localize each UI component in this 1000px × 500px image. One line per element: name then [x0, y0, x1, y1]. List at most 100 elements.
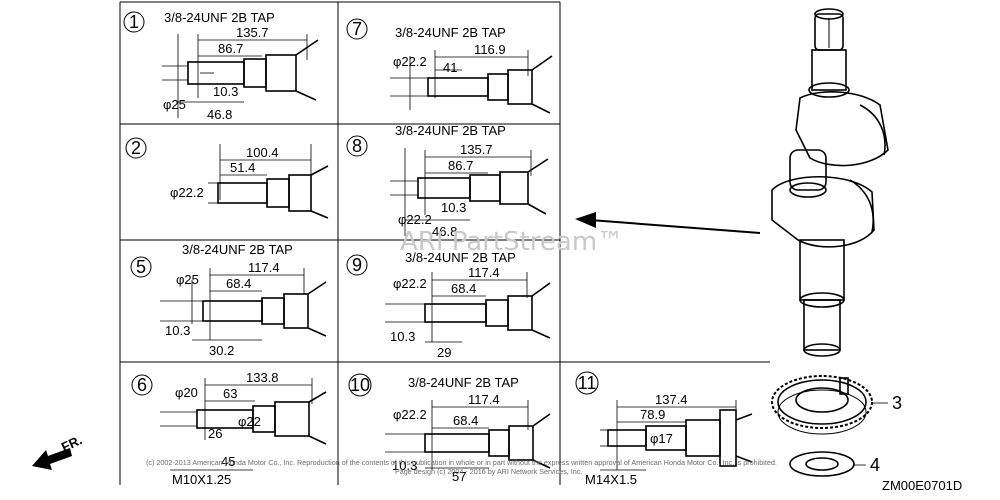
drawing-code: ZM00E0701D: [882, 478, 962, 493]
panel-11-thread-m14: M14X1.5: [585, 472, 637, 487]
panel-5-index: 5: [136, 257, 146, 277]
panel-7-dia-22-2: φ22.2: [393, 54, 427, 69]
panel-5-index-circle: [130, 256, 152, 278]
panel-2-index: 2: [131, 138, 141, 158]
panel-5: 5 3/8-24UNF 2B TAP 117.4 68.4 φ25 10.3 3…: [130, 242, 327, 358]
panel-2-shaft-step: [266, 178, 290, 208]
panel-2-shaft-small: [217, 182, 268, 204]
panel-9-dim-117-4: 117.4: [468, 265, 500, 280]
leader-arrow: [575, 212, 761, 234]
panel-6-dia-22: φ22: [238, 414, 261, 429]
panel-9-shaft-step: [485, 299, 509, 327]
panel-1-dim-86-7: 86.7: [218, 41, 243, 56]
panel-10-shaft-small: [424, 433, 490, 453]
panel-1-dim-46-8: 46.8: [207, 107, 232, 122]
panel-10: 10 3/8-24UNF 2B TAP 117.4 68.4 φ22.2 10.…: [348, 373, 551, 484]
panel-8-dim-86-7: 86.7: [448, 158, 473, 173]
panel-1-index: 1: [129, 12, 139, 32]
panel-8-tap-spec: 3/8-24UNF 2B TAP: [395, 123, 506, 138]
panel-1-shaft-small: [187, 61, 245, 85]
panel-9-index: 9: [352, 255, 362, 275]
panel-5-dim-30-2: 30.2: [209, 343, 234, 358]
panel-9-dia-22-2: φ22.2: [393, 276, 427, 291]
copyright-line-2: Page design (c) 2004 - 2016 by ARI Netwo…: [395, 467, 582, 476]
panel-7-dim-116-9: 116.9: [474, 42, 506, 57]
panel-8-index: 8: [352, 136, 362, 156]
copyright-line-1: (c) 2002-2013 American Honda Motor Co., …: [146, 458, 777, 467]
panel-1-shaft-main: [265, 54, 297, 92]
panel-8-shaft-step: [469, 174, 501, 202]
panel-9-tap-spec: 3/8-24UNF 2B TAP: [405, 250, 516, 265]
panel-8-dim-46-8: 46.8: [432, 224, 457, 239]
panel-11-dia-17: φ17: [650, 431, 673, 446]
panel-10-dim-57: 57: [452, 469, 466, 484]
panel-9-index-circle: [346, 254, 368, 276]
panel-5-dim-10-3: 10.3: [165, 323, 190, 338]
panel-5-shaft-small: [202, 300, 263, 322]
panel-11-shaft-small: [607, 429, 647, 447]
panel-5-shaft-main: [283, 293, 309, 329]
panel-6: 6 133.8 63 φ20 φ22 26 45 M10X1.25: [131, 370, 327, 487]
panel-2-shaft-main: [288, 174, 312, 212]
panel-11-dim-78-9: 78.9: [640, 407, 665, 422]
panel-10-shaft-step: [488, 429, 510, 457]
panel-2-dia-22-2: φ22.2: [170, 185, 204, 200]
panel-10-index-circle: [348, 373, 372, 397]
panel-10-dia-22-2: φ22.2: [393, 407, 427, 422]
panel-8-dim-135-7: 135.7: [460, 142, 493, 157]
ari-watermark: ARI PartStream™: [400, 227, 623, 257]
panel-5-shaft-step: [261, 297, 285, 325]
panel-9-shaft-main: [507, 295, 533, 331]
panel-9-shaft-small: [424, 303, 487, 323]
panel-7-shaft-small: [427, 77, 489, 97]
panel-9-dim-68-4: 68.4: [451, 281, 476, 296]
panel-11-index: 11: [578, 373, 597, 393]
washer-part-4: 4: [789, 451, 880, 477]
panel-6-dia-20: φ20: [175, 385, 198, 400]
panel-8-index-circle: [346, 135, 368, 157]
panel-7-index: 7: [352, 19, 362, 39]
panel-5-dim-117-4: 117.4: [248, 260, 280, 275]
panel-2-index-circle: [125, 137, 147, 159]
panel-6-dim-45: 45: [221, 454, 235, 469]
panel-8-dim-10-3: 10.3: [441, 200, 466, 215]
panel-11-dim-137-4: 137.4: [655, 392, 688, 407]
panel-7-shaft-step: [487, 73, 509, 101]
part-callout-3: 3: [892, 393, 902, 413]
panel-1-tap-spec: 3/8-24UNF 2B TAP: [164, 10, 275, 25]
panel-2-dim-51-4: 51.4: [230, 160, 255, 175]
front-direction-label: FR.: [59, 432, 84, 454]
part-callout-4: 4: [870, 455, 880, 475]
panel-6-index: 6: [137, 375, 147, 395]
panel-11-index-circle: [575, 371, 599, 395]
panel-6-shaft-main: [274, 401, 310, 437]
panel-10-dim-68-4: 68.4: [453, 413, 478, 428]
panel-8-shaft-small: [417, 177, 471, 199]
panel-8-dia-22-2: φ22.2: [398, 212, 432, 227]
panel-9-dim-10-3: 10.3: [390, 329, 415, 344]
panel-1-shaft-step: [243, 58, 267, 88]
panel-9: 9 3/8-24UNF 2B TAP 117.4 68.4 φ22.2 10.3…: [346, 250, 551, 360]
panel-6-dim-63: 63: [223, 386, 237, 401]
panel-1-index-circle: [123, 11, 145, 33]
panel-1-dia-25: φ25: [163, 97, 186, 112]
panel-10-shaft-main: [508, 425, 534, 461]
panel-10-tap-spec: 3/8-24UNF 2B TAP: [408, 375, 519, 390]
panel-1: 1 3/8-24UNF 2B TAP 135.7 86.7 φ25 10.3 4…: [123, 10, 319, 122]
panel-10-dim-117-4: 117.4: [468, 392, 500, 407]
panel-7-index-circle: [346, 18, 368, 40]
crankshaft-illustration: [771, 8, 889, 357]
panel-1-dim-135-7: 135.7: [236, 25, 269, 40]
panel-grid: [119, 1, 770, 485]
panel-6-dim-133-8: 133.8: [246, 370, 279, 385]
panel-8: 8 3/8-24UNF 2B TAP 135.7 86.7 10.3 φ22.2…: [346, 123, 549, 239]
front-direction-marker: FR.: [32, 432, 84, 470]
panel-11: 11 137.4 78.9 φ17 M14X1.5: [575, 371, 753, 487]
panel-1-dim-10-3: 10.3: [213, 84, 238, 99]
panel-5-dim-68-4: 68.4: [226, 276, 251, 291]
panel-6-index-circle: [131, 374, 153, 396]
panel-7-tap-spec: 3/8-24UNF 2B TAP: [395, 25, 506, 40]
panel-11-flange: [719, 409, 737, 467]
